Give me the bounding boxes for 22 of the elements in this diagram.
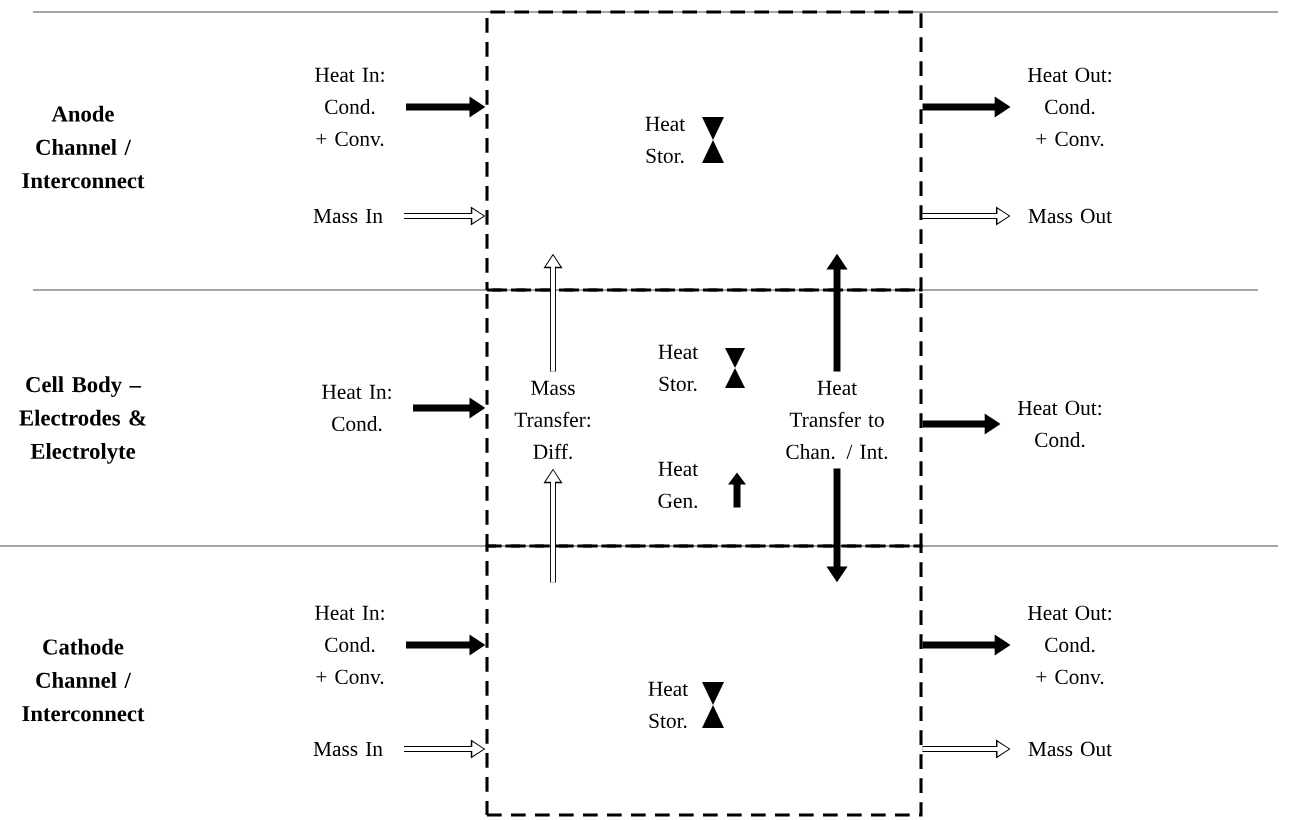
control-volume-box — [485, 288, 923, 548]
flow-label: Heat Out: Cond. + Conv. — [1027, 67, 1111, 147]
flow-label: Heat In: Cond. + Conv. — [315, 67, 384, 147]
flow-label: Heat In: Cond. + Conv. — [315, 605, 384, 685]
row-title: Cathode Channel / Interconnect — [22, 638, 145, 722]
term-label: Heat Stor. — [645, 116, 685, 164]
control-volume-box — [485, 10, 923, 292]
flow-label: Heat Out: Cond. + Conv. — [1027, 605, 1111, 685]
flow-label: Mass Out — [1028, 741, 1112, 757]
term-label: Heat Gen. — [658, 461, 698, 509]
row-title: Cell Body – Electrodes & Electrolyte — [19, 376, 146, 464]
control-volume-box — [485, 544, 923, 817]
flow-label: Heat Out: Cond. — [1017, 400, 1101, 448]
flow-label: Heat Transfer to Chan. / Int. — [786, 380, 888, 460]
term-label: Heat Stor. — [648, 681, 688, 729]
flow-label: Mass In — [313, 208, 383, 224]
flow-label: Mass Out — [1028, 208, 1112, 224]
flow-label: Heat In: Cond. — [322, 384, 391, 432]
flow-label: Mass Transfer: Diff. — [514, 380, 590, 460]
row-title: Anode Channel / Interconnect — [22, 105, 145, 189]
term-label: Heat Stor. — [658, 344, 698, 392]
flow-label: Mass In — [313, 741, 383, 757]
